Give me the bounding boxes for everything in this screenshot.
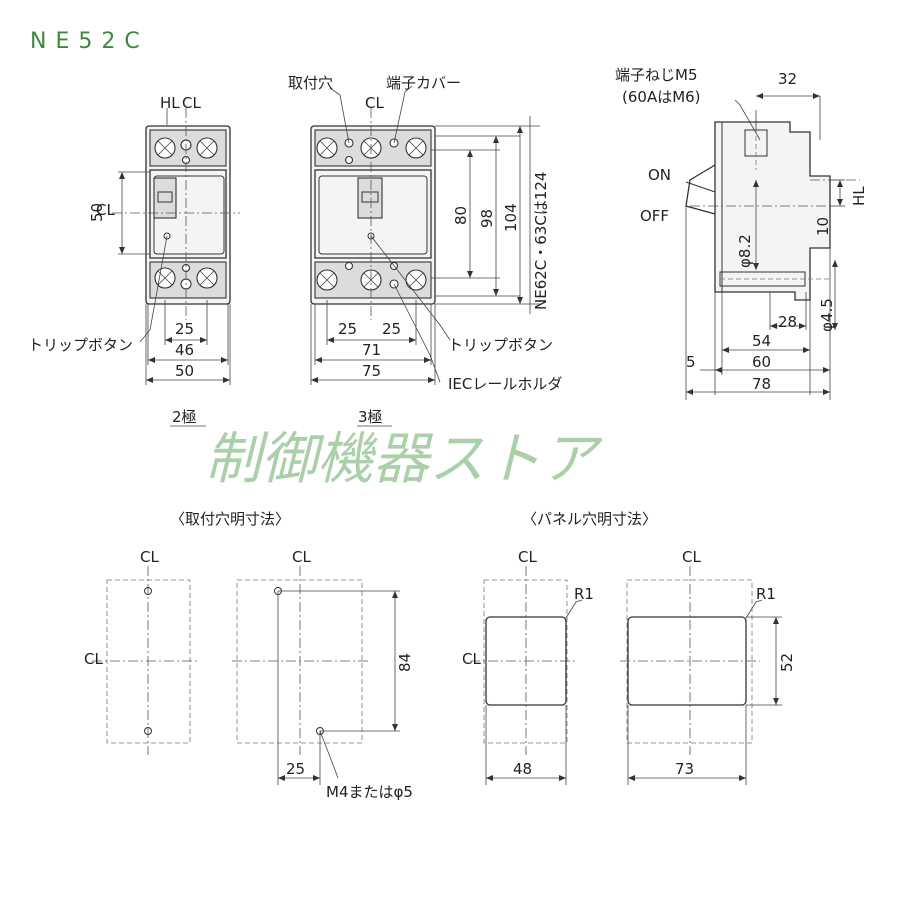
terminal-screw-note: (60AはM6) [622, 88, 701, 106]
hl-mark-side: HL [850, 186, 868, 206]
dim-phi-4-5: φ4.5 [818, 298, 836, 332]
dim-25-3pole-b: 25 [382, 320, 401, 338]
dim-78: 78 [752, 375, 771, 393]
iec-rail-holder-label: IECレールホルダ [448, 375, 562, 393]
r1-label-a: R1 [574, 585, 594, 603]
cl-mark-panel-b: CL [682, 548, 701, 566]
trip-button-label-right: トリップボタン [448, 336, 553, 354]
dim-75: 75 [362, 362, 381, 380]
dim-phi-8-2: φ8.2 [736, 234, 754, 268]
off-label: OFF [640, 207, 669, 225]
r1-label-b: R1 [756, 585, 776, 603]
dim-25-2pole: 25 [175, 320, 194, 338]
mounting-hole-section-title: 〈取付穴明寸法〉 [170, 510, 290, 528]
watermark-text: 制御機器ストア [205, 427, 603, 492]
mounting-hole-label: 取付穴 [288, 74, 333, 92]
cl-mark-panel-a: CL [518, 548, 537, 566]
dim-25-3pole-a: 25 [338, 320, 357, 338]
side-view [685, 93, 860, 400]
cl-mark-mount-side: CL [84, 650, 103, 668]
front-view-3pole [310, 85, 540, 427]
dim-54: 54 [752, 332, 771, 350]
dim-48: 48 [513, 760, 532, 778]
cl-mark-3pole: CL [365, 94, 384, 112]
product-title: NE52C [30, 29, 149, 54]
dim-52: 52 [778, 653, 796, 672]
dim-10: 10 [814, 217, 832, 236]
dim-60: 60 [752, 353, 771, 371]
dim-5: 5 [686, 353, 696, 371]
cl-mark-mount-a: CL [140, 548, 159, 566]
dim-50-vertical: 50 [88, 203, 106, 222]
ne62c-note: NE62C・63Cは124 [532, 172, 550, 310]
on-label: ON [648, 166, 671, 184]
trip-button-label-left: トリップボタン [28, 336, 133, 354]
dim-25-mount: 25 [286, 760, 305, 778]
mounting-hole-diagram [92, 566, 400, 785]
terminal-screw-label: 端子ねじM5 [615, 66, 698, 84]
terminal-cover-label: 端子カバー [386, 74, 461, 92]
dim-32: 32 [778, 70, 797, 88]
dim-104: 104 [502, 203, 520, 232]
cl-mark-panel-side: CL [462, 650, 481, 668]
dim-98: 98 [478, 209, 496, 228]
two-pole-label: 2極 [172, 408, 197, 426]
panel-hole-diagram [470, 566, 782, 785]
dim-28: 28 [778, 313, 797, 331]
front-view-2pole [112, 108, 240, 427]
screw-size-label: M4またはφ5 [326, 783, 413, 801]
dim-71: 71 [362, 341, 381, 359]
dim-73: 73 [675, 760, 694, 778]
dim-84: 84 [396, 653, 414, 672]
dim-50-horizontal: 50 [175, 362, 194, 380]
cl-mark-2pole-side: CL [96, 201, 115, 219]
hl-mark-2pole: HL [160, 94, 180, 112]
panel-hole-section-title: 〈パネル穴明寸法〉 [522, 510, 657, 528]
dim-80: 80 [452, 206, 470, 225]
three-pole-label: 3極 [358, 408, 383, 426]
dim-46: 46 [175, 341, 194, 359]
cl-mark-2pole: CL [182, 94, 201, 112]
cl-mark-mount-b: CL [292, 548, 311, 566]
